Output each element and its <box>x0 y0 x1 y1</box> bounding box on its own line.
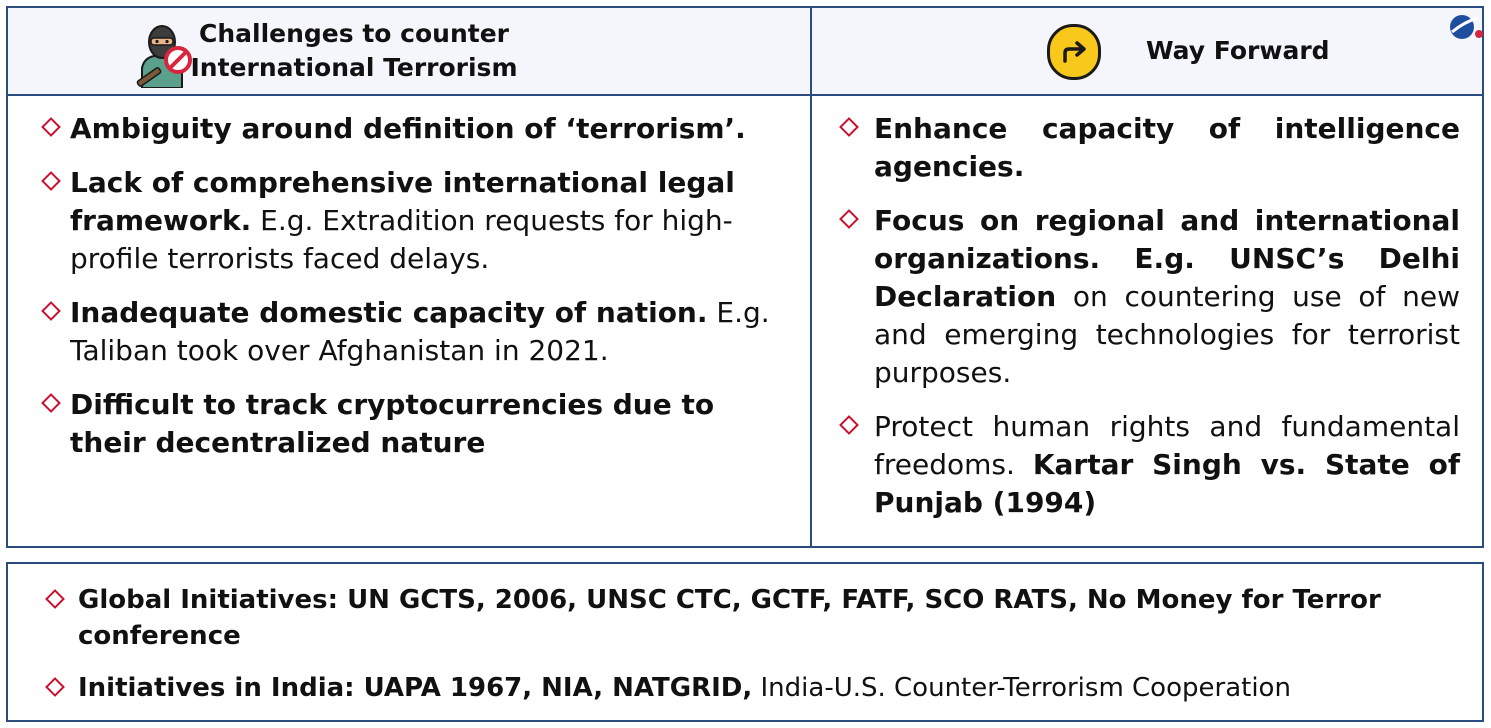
diamond-bullet-icon <box>41 301 61 321</box>
list-item-text: on countering use of new and emerging te… <box>874 280 1460 389</box>
list-item-bold: Inadequate domestic capacity of nation. <box>70 296 708 329</box>
list-item-text: E.g. Taliban took over Afghanistan in 20… <box>70 296 770 367</box>
brand-logo-icon <box>1450 15 1483 39</box>
way-forward-body: Enhance capacity of intelligence agencie… <box>812 96 1482 546</box>
terrorist-icon <box>136 25 192 88</box>
challenges-list: Ambiguity around definition of ‘terroris… <box>8 96 810 462</box>
diamond-bullet-icon <box>839 209 859 229</box>
list-item: Initiatives in India: UAPA 1967, NIA, NA… <box>18 670 1462 706</box>
list-item-bold: Lack of comprehensive international lega… <box>70 166 735 237</box>
list-item-text: India-U.S. Counter-Terrorism Cooperation <box>752 673 1291 703</box>
list-item-bold: Global Initiatives: UN GCTS, 2006, UNSC … <box>78 585 1381 651</box>
initiatives-box: Global Initiatives: UN GCTS, 2006, UNSC … <box>6 562 1484 722</box>
diamond-bullet-icon <box>45 589 65 609</box>
challenges-header: Challenges to counter International Terr… <box>8 8 812 96</box>
challenges-body: Ambiguity around definition of ‘terroris… <box>8 96 812 546</box>
list-item-bold: Kartar Singh vs. State of Punjab (1994) <box>874 448 1461 519</box>
list-item-bold: Enhance capacity of intelligence agencie… <box>874 112 1460 183</box>
arrow-right-icon <box>1047 24 1101 80</box>
list-item: Difficult to track cryptocurrencies due … <box>18 386 790 462</box>
diamond-bullet-icon <box>41 171 61 191</box>
challenges-title-line2: International Terrorism <box>190 53 518 82</box>
initiatives-list: Global Initiatives: UN GCTS, 2006, UNSC … <box>8 564 1482 706</box>
list-item: Ambiguity around definition of ‘terroris… <box>18 110 790 148</box>
way-forward-header: Way Forward <box>812 8 1483 96</box>
list-item-bold: Difficult to track cryptocurrencies due … <box>70 388 715 459</box>
list-item-text: Protect human rights and fundamental fre… <box>874 410 1460 481</box>
list-item-text: E.g. Extradition requests for high-profi… <box>70 204 733 275</box>
diamond-bullet-icon <box>45 677 65 697</box>
diamond-bullet-icon <box>839 117 859 137</box>
diamond-bullet-icon <box>839 415 859 435</box>
list-item-bold: Ambiguity around definition of ‘terroris… <box>70 112 746 145</box>
list-item-bold: Initiatives in India: UAPA 1967, NIA, NA… <box>78 673 753 703</box>
diamond-bullet-icon <box>41 117 61 137</box>
challenges-title-line1: Challenges to counter <box>199 19 509 48</box>
challenges-title: Challenges to counter International Terr… <box>174 17 534 85</box>
diamond-bullet-icon <box>41 393 61 413</box>
list-item-bold: Focus on regional and international orga… <box>874 204 1460 313</box>
list-item: Inadequate domestic capacity of nation. … <box>18 294 790 370</box>
way-forward-title: Way Forward <box>1146 36 1330 65</box>
list-item: Enhance capacity of intelligence agencie… <box>824 110 1460 186</box>
list-item: Focus on regional and international orga… <box>824 202 1460 392</box>
way-forward-list: Enhance capacity of intelligence agencie… <box>812 96 1482 522</box>
comparison-table: Challenges to counter International Terr… <box>6 6 1484 548</box>
list-item: Lack of comprehensive international lega… <box>18 164 790 278</box>
list-item: Protect human rights and fundamental fre… <box>824 408 1460 522</box>
list-item: Global Initiatives: UN GCTS, 2006, UNSC … <box>18 582 1462 654</box>
